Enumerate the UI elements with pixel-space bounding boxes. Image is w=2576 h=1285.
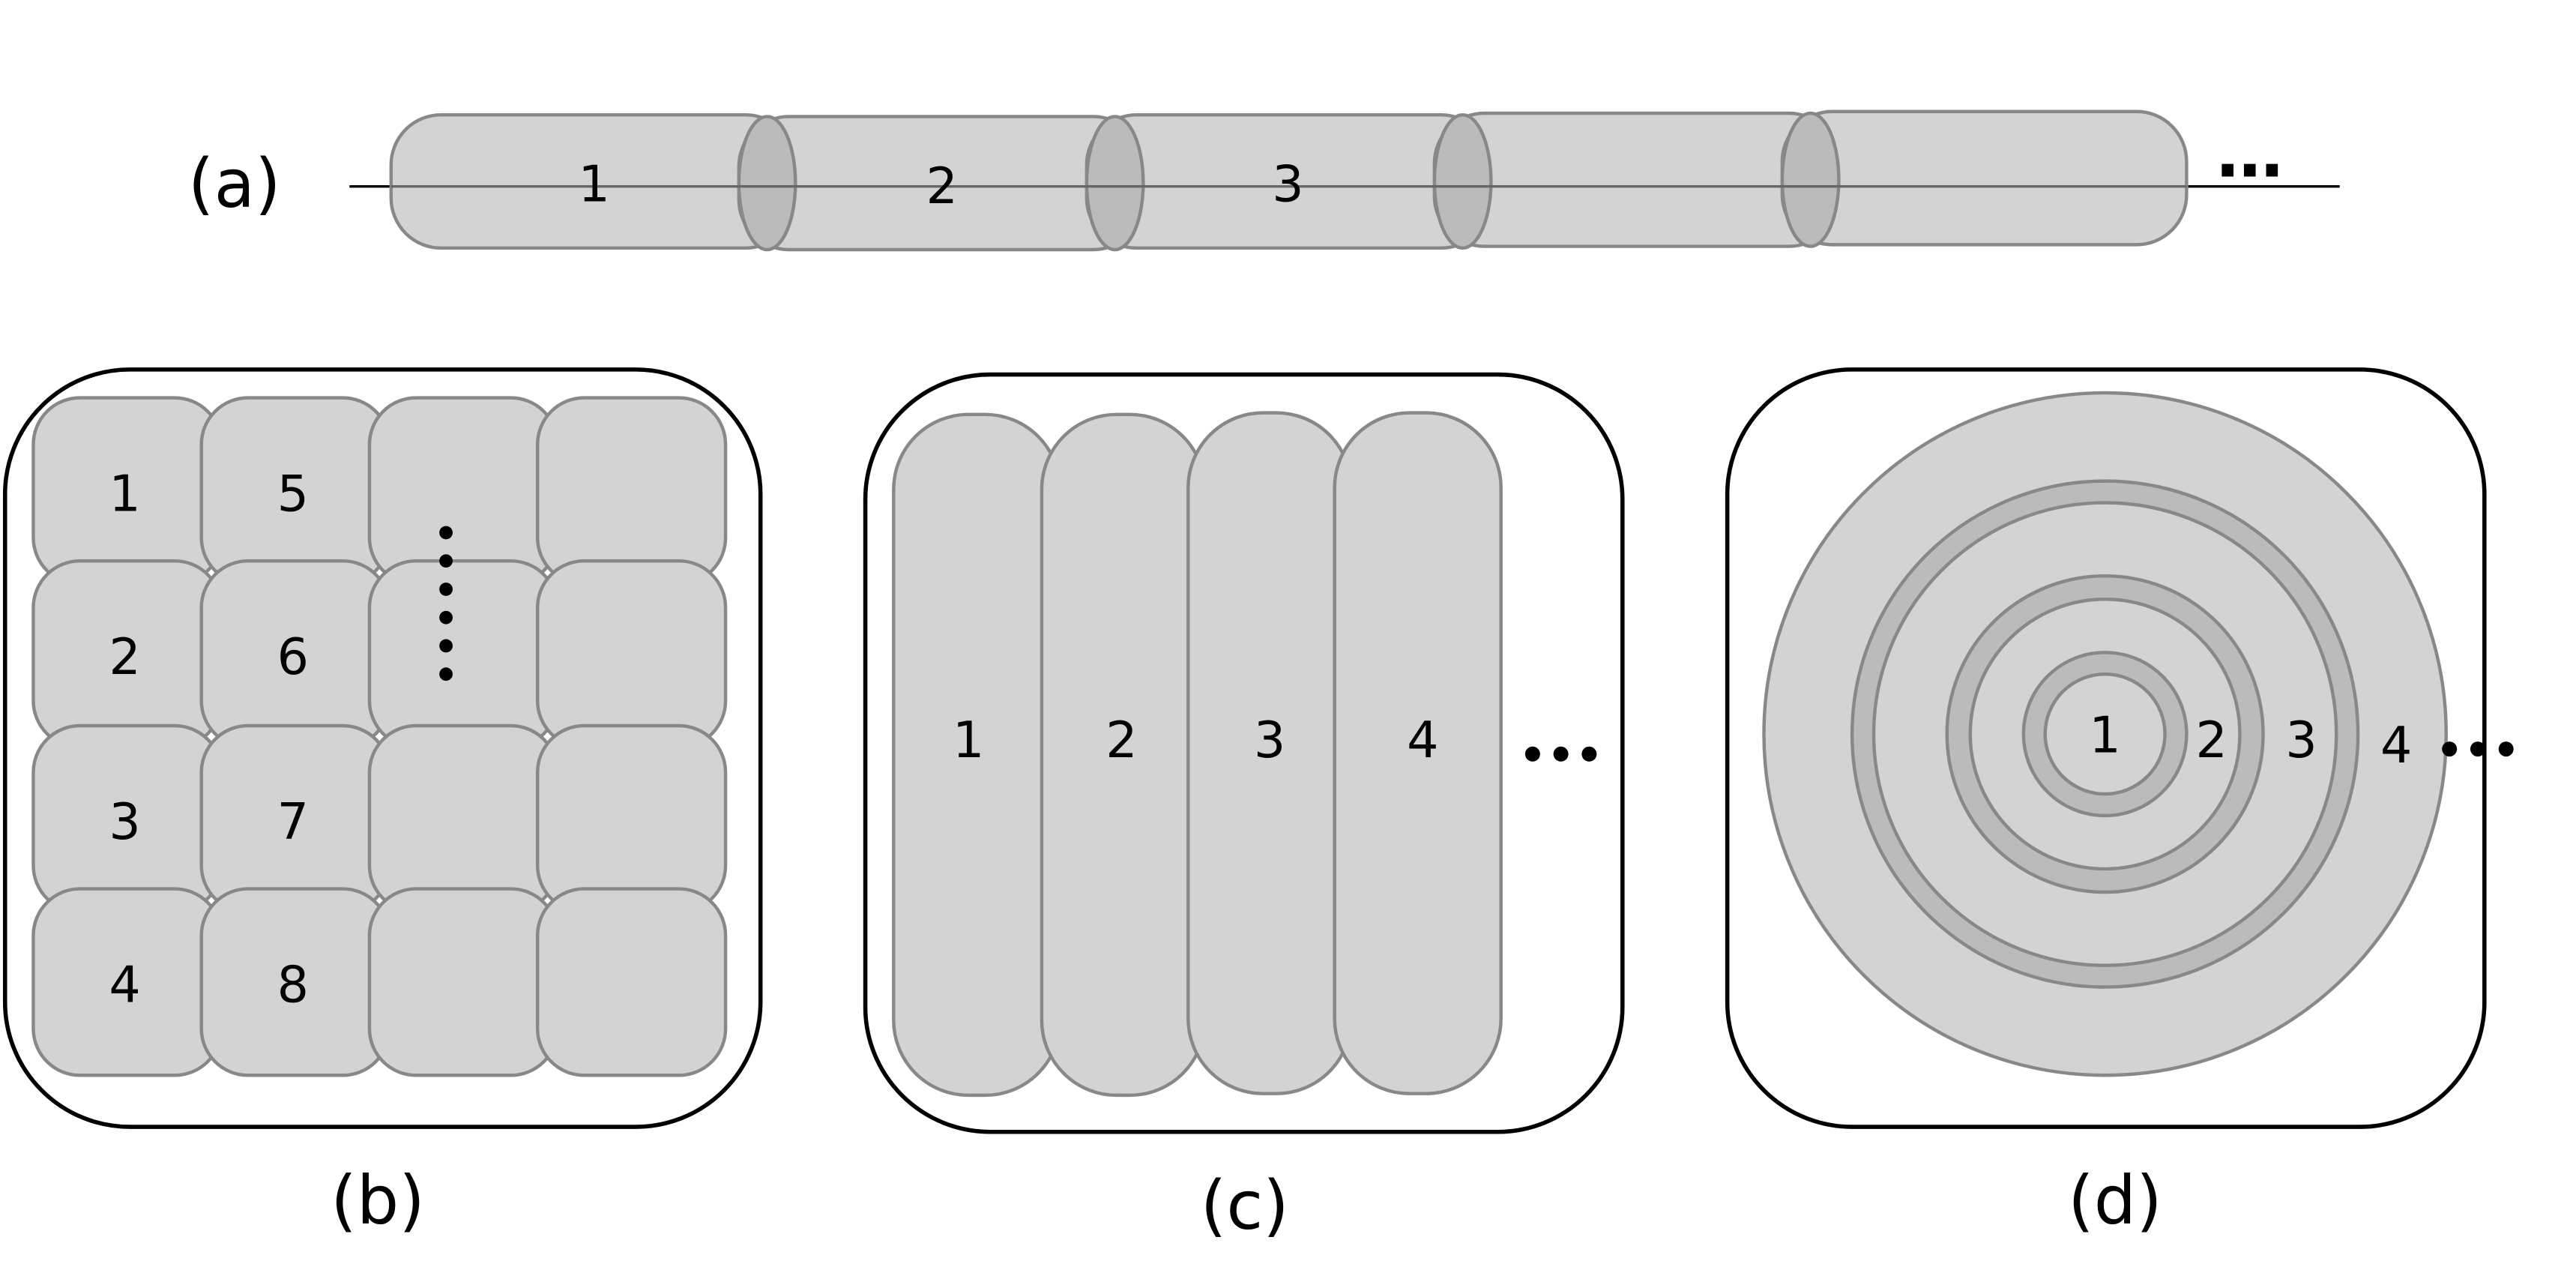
label-2: 2 [109, 628, 140, 686]
panel-b: 1 2 3 4 5 6 7 8 (b) [2, 367, 763, 1239]
panel-c: 1 2 3 4 (c) [863, 372, 1625, 1245]
overlap [1085, 115, 1145, 252]
label-4: 4 [1407, 711, 1438, 769]
label-2: 2 [2196, 711, 2227, 769]
label-8: 8 [277, 956, 309, 1014]
ellipsis-icon [1524, 746, 1597, 762]
label-4: 4 [109, 956, 140, 1014]
ellipsis-icon [2442, 741, 2514, 757]
panel-d: 1 2 3 4 (d) [1725, 367, 2514, 1239]
overlap [737, 115, 797, 252]
label-6: 6 [277, 628, 309, 686]
label-5: 5 [277, 465, 309, 523]
label-3: 3 [2285, 711, 2317, 769]
caption-b: (b) [331, 1162, 425, 1239]
label-1: 1 [578, 155, 609, 214]
caption-c: (c) [1201, 1167, 1289, 1245]
label-3: 3 [1254, 711, 1285, 769]
label-3: 3 [1272, 155, 1303, 214]
label-1: 1 [2089, 706, 2120, 765]
label-2: 2 [926, 157, 958, 215]
caption-a: (a) [188, 145, 281, 222]
grid-cells [31, 396, 728, 1077]
vertical-ellipsis-icon [439, 526, 453, 681]
segment-4 [1432, 111, 1841, 248]
caption-d: (d) [2068, 1162, 2162, 1239]
overlap [1780, 111, 1841, 248]
panel-a: (a) 1 2 3 … [188, 109, 2340, 252]
label-3: 3 [109, 792, 140, 851]
segment-5 [1780, 109, 2189, 247]
ellipsis-icon: … [2216, 115, 2283, 192]
label-4: 4 [2380, 716, 2412, 774]
overlap [1432, 112, 1493, 250]
label-7: 7 [277, 792, 309, 851]
label-2: 2 [1105, 711, 1137, 769]
label-1: 1 [109, 465, 140, 523]
label-1: 1 [953, 711, 984, 769]
